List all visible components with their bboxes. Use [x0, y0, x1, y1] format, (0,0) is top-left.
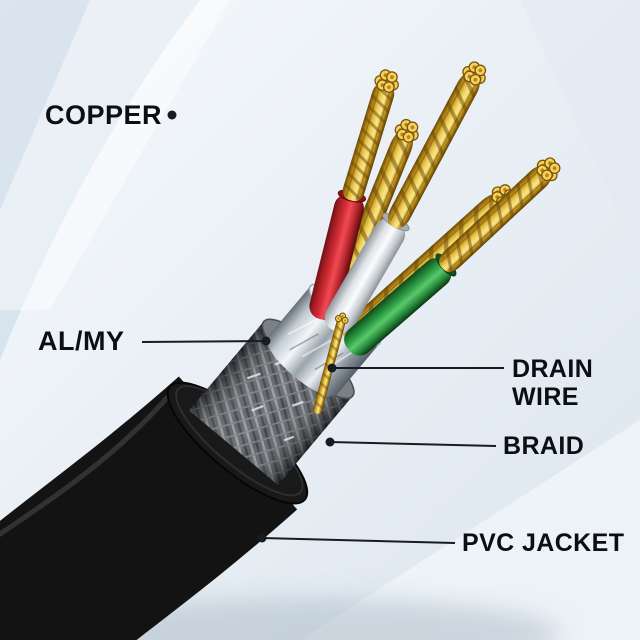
- label-pvc-jacket: PVC JACKET: [462, 529, 624, 557]
- wire-white: [324, 58, 500, 334]
- leader-dot-copper: [167, 110, 177, 120]
- leader-dot-pvc-jacket: [257, 533, 267, 543]
- background-shape-bottomright: [300, 420, 640, 640]
- label-copper: COPPER: [45, 100, 162, 130]
- cable-shadow: [60, 598, 560, 640]
- label-braid: BRAID: [503, 432, 584, 460]
- background-shape-topright: [520, 0, 640, 260]
- leader-dot-al-my: [261, 336, 271, 346]
- label-al-my: AL/MY: [38, 326, 125, 356]
- background-streak: [0, 0, 230, 310]
- leader-line-al-my: [141, 340, 267, 343]
- leader-line-pvc-jacket: [261, 537, 456, 544]
- braid-glints: [247, 359, 304, 442]
- cable-assembly: [166, 7, 595, 505]
- wire-green: [344, 153, 569, 356]
- pvc-jacket: [0, 376, 298, 640]
- leader-dot-drain-wire: [327, 363, 337, 373]
- background-swoosh-topleft: [0, 0, 200, 360]
- leader-line-braid: [329, 441, 497, 447]
- label-drain-line2: WIRE: [512, 383, 579, 411]
- wire-red: [309, 65, 402, 321]
- leader-dot-braid: [325, 437, 335, 447]
- jacket-highlight: [0, 390, 174, 538]
- label-drain-line1: DRAIN: [512, 355, 593, 383]
